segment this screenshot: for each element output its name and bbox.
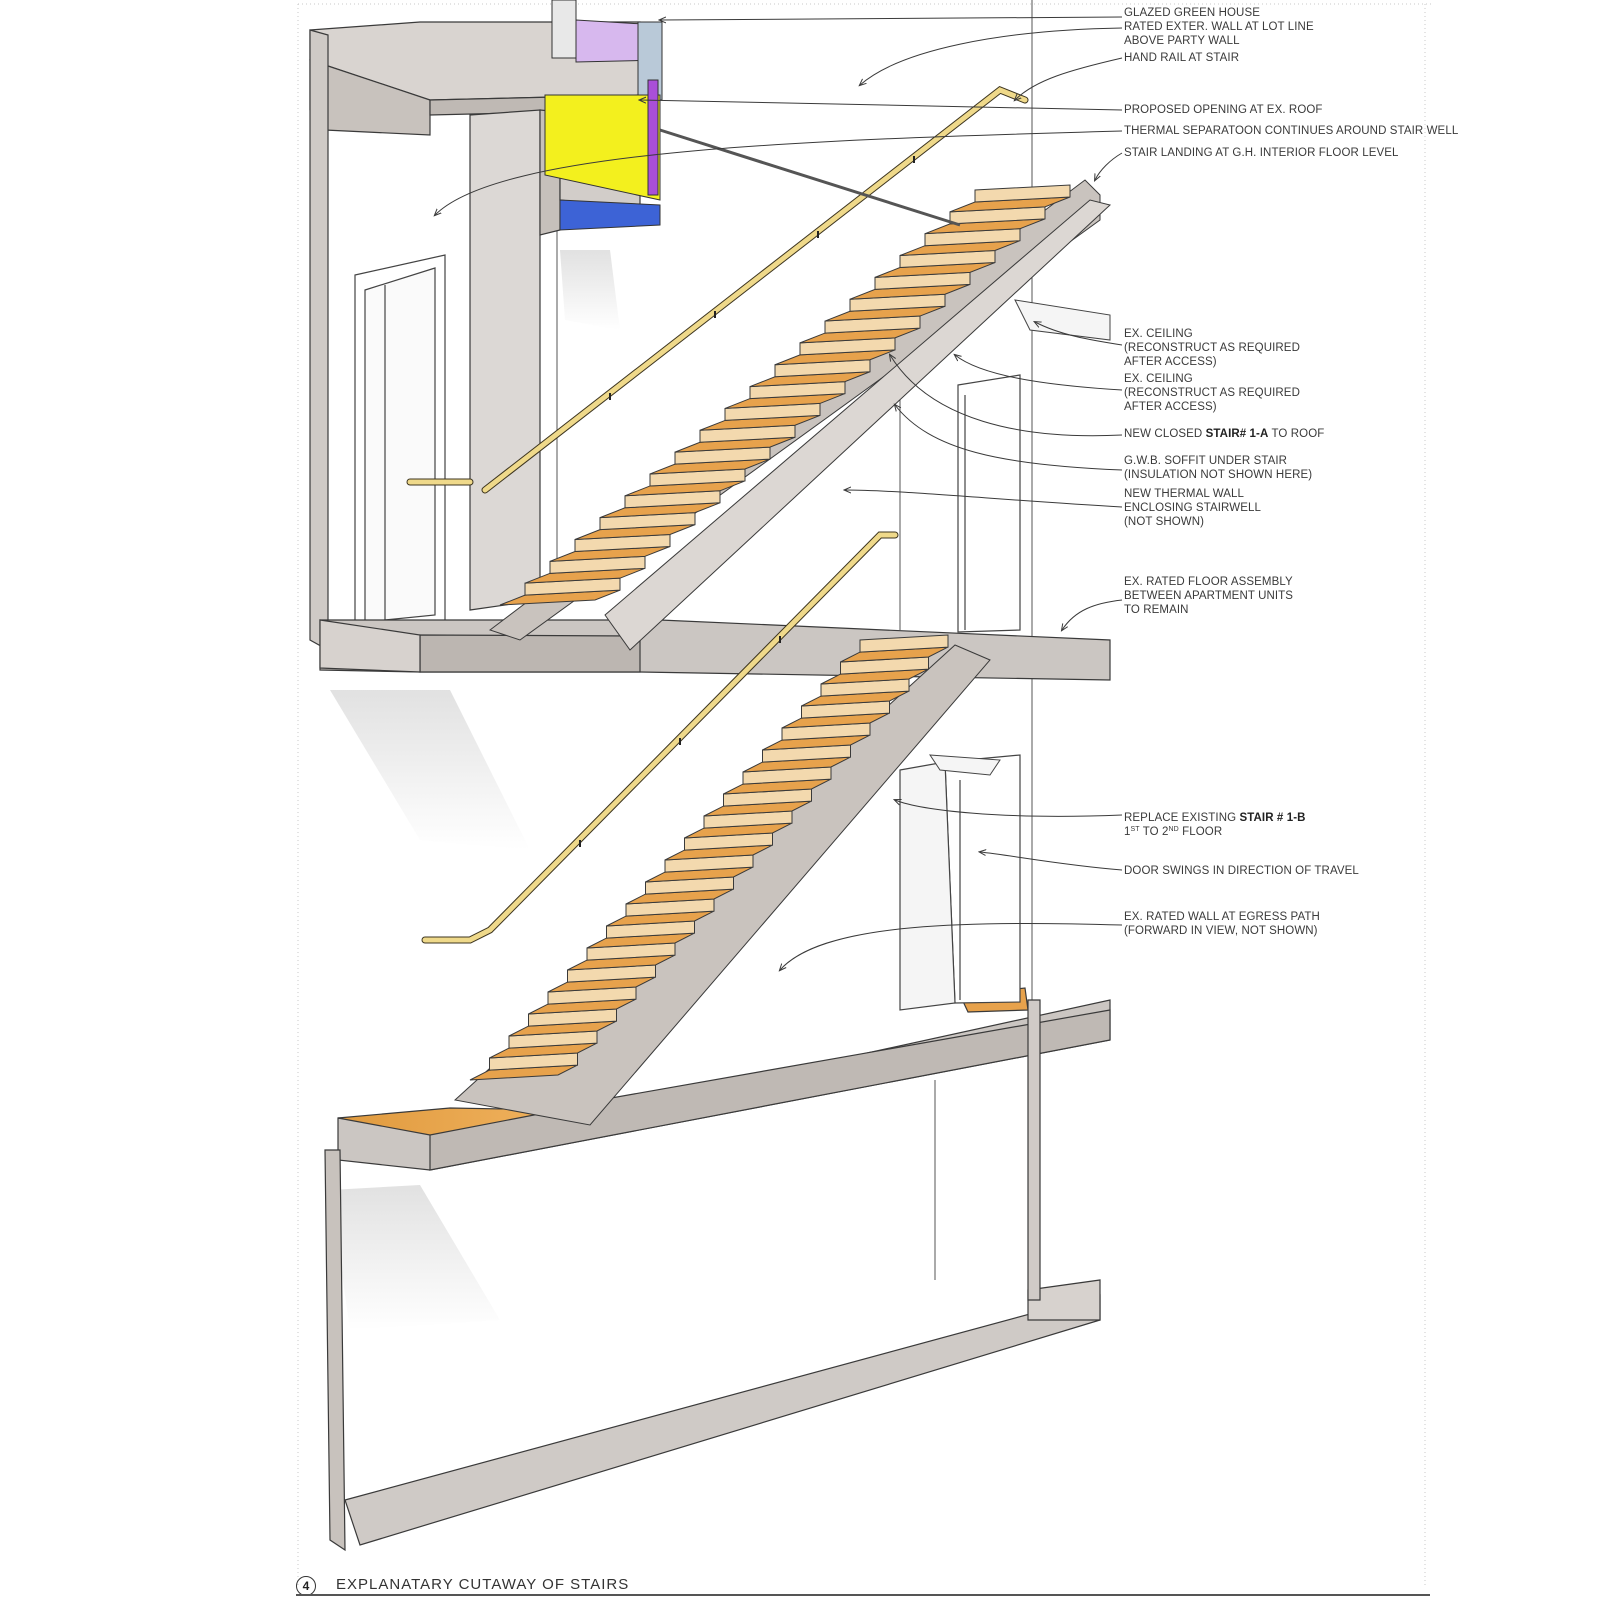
roof-beam [659,128,961,227]
note-gwb-soffit: G.W.B. SOFFIT UNDER STAIR (INSULATION NO… [1124,455,1313,481]
basement-level [324,999,1101,1552]
stair-1b [453,634,991,1126]
note-ex-rated-floor: EX. RATED FLOOR ASSEMBLY BETWEEN APARTME… [1124,576,1294,616]
stair-1a [488,179,1112,651]
upper-door [354,254,446,631]
note-new-closed-stair: NEW CLOSED STAIR# 1-A TO ROOF [1124,428,1325,440]
rail-brackets [579,156,915,847]
note-ex-ceiling-1: EX. CEILING (RECONSTRUCT AS REQUIRED AFT… [1124,328,1300,368]
note-glazed-green-house: GLAZED GREEN HOUSE RATED EXTER. WALL AT … [1124,7,1314,47]
note-door-swings: DOOR SWINGS IN DIRECTION OF TRAVEL [1124,865,1359,877]
wall-shadows [330,250,620,1330]
note-hand-rail: HAND RAIL AT STAIR [1124,52,1240,64]
note-thermal-separation: THERMAL SEPARATOON CONTINUES AROUND STAI… [1124,125,1459,137]
note-stair-landing: STAIR LANDING AT G.H. INTERIOR FLOOR LEV… [1124,147,1399,159]
note-replace-stair: REPLACE EXISTING STAIR # 1-B 1ST TO 2ND … [1124,812,1306,838]
title-underline [296,1594,1430,1596]
leader-lines [435,16,1123,970]
note-proposed-opening: PROPOSED OPENING AT EX. ROOF [1124,104,1323,116]
drawing-number: 4 [296,1576,316,1596]
ceiling-panels [929,299,1111,776]
lower-floor-slab [337,987,1111,1171]
sheet-frame [297,3,1432,1585]
drawing-title: EXPLANATARY CUTAWAY OF STAIRS [336,1576,630,1593]
note-new-thermal-wall: NEW THERMAL WALL ENCLOSING STAIRWELL (NO… [1124,488,1261,528]
stair-riser [974,184,1071,203]
middle-door [957,374,1021,633]
stair-riser [859,634,949,653]
lower-door [899,754,1021,1011]
note-ex-rated-wall: EX. RATED WALL AT EGRESS PATH (FORWARD I… [1124,911,1320,937]
note-ex-ceiling-2: EX. CEILING (RECONSTRUCT AS REQUIRED AFT… [1124,373,1300,413]
green-house-glazing [544,0,663,231]
